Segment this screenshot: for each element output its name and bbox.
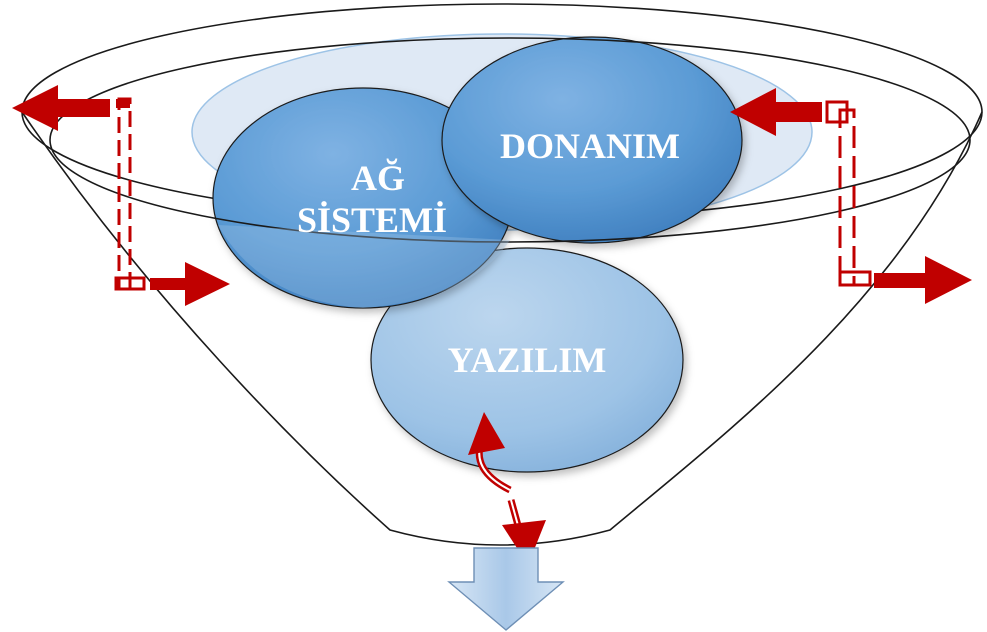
loop-arrow-icon <box>468 412 546 565</box>
left-arrow-icon <box>12 85 110 131</box>
left-arrow-icon <box>730 88 822 136</box>
circle-yazilim <box>370 247 684 473</box>
right-arrow-icon <box>874 256 972 304</box>
funnel-rim-inner <box>49 37 971 243</box>
right-loop-arrow <box>730 88 972 304</box>
donanim-label: DONANIM <box>500 126 680 166</box>
yazilim-label: YAZILIM <box>448 340 607 380</box>
right-arrow-icon <box>150 262 230 306</box>
down-arrow-icon <box>447 547 565 631</box>
circle-donanim <box>441 36 743 244</box>
ag-sistemi-lower-overlay <box>218 225 510 308</box>
funnel-cone <box>21 111 983 546</box>
ag-sistemi-label-line2: SİSTEMİ <box>297 200 447 240</box>
left-loop-arrow <box>12 85 230 306</box>
ag-sistemi-label-line1: AĞ <box>351 158 405 198</box>
